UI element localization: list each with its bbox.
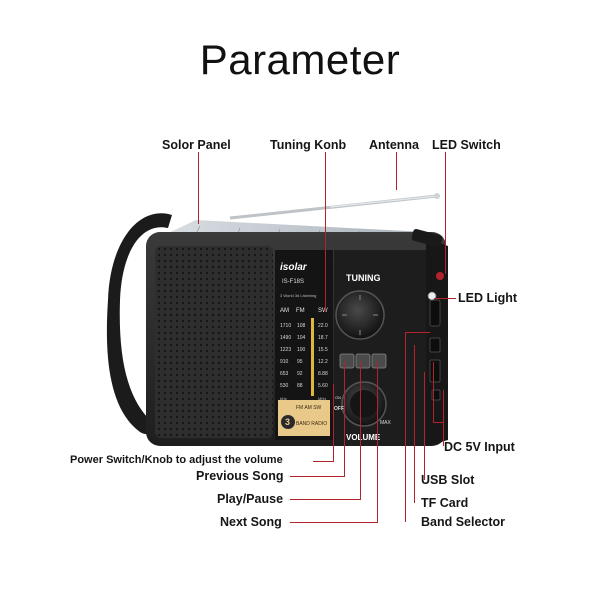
leader-antenna — [396, 152, 397, 190]
leader-dc-v — [433, 362, 434, 422]
leader-next-v — [377, 362, 378, 523]
label-antenna: Antenna — [369, 138, 419, 152]
leader-led-light — [434, 298, 456, 299]
tuning-needle — [311, 318, 314, 396]
fm-tick: 104 — [297, 335, 306, 341]
am-tick: 653 — [280, 371, 289, 377]
tf-card-slot — [429, 337, 441, 353]
tuning-knob — [335, 290, 385, 340]
label-band-selector: Band Selector — [421, 515, 506, 529]
tuning-label: TUNING — [346, 273, 381, 283]
fm-tick: 88 — [297, 383, 303, 389]
am-tick: 1223 — [280, 347, 291, 353]
leader-band-v — [405, 332, 406, 522]
leader-band-h — [405, 332, 430, 333]
fm-tick: 108 — [297, 323, 306, 329]
am-tick: 530 — [280, 383, 289, 389]
badge-line2: BAND RADIO — [296, 421, 327, 427]
band-selector-switch — [429, 299, 441, 327]
play-pause-button — [355, 353, 371, 369]
leader-play-h — [290, 499, 360, 500]
leader-dc-v2 — [443, 390, 444, 446]
tagline-label: 3 World 3d Listening — [280, 293, 316, 298]
unit-khz: kHz — [280, 396, 287, 401]
sw-tick: 18.7 — [318, 335, 328, 341]
label-previous-song: Previous Song — [196, 469, 284, 483]
band-am-label: AM — [280, 308, 289, 314]
sw-tick: 12.2 — [318, 359, 328, 365]
strap — [106, 213, 172, 435]
fm-tick: 92 — [297, 371, 303, 377]
fm-tick: 95 — [297, 359, 303, 365]
next-song-button — [371, 353, 387, 369]
am-tick: 1490 — [280, 335, 291, 341]
label-tf-card: TF Card — [421, 496, 469, 510]
label-solar-panel: Solor Panel — [162, 138, 231, 152]
leader-dc-h — [433, 422, 444, 423]
unit-mhz: MHz — [318, 396, 326, 401]
label-power-volume: Power Switch/Knob to adjust the volume — [70, 454, 283, 466]
leader-tuning — [325, 152, 326, 312]
leader-tf-v — [414, 345, 415, 503]
sw-tick: 8.88 — [318, 371, 328, 377]
leader-play-v — [360, 362, 361, 500]
sw-tick: 22.0 — [318, 323, 328, 329]
power-off-label: OFF — [334, 406, 344, 412]
badge-line1: FM AM SW — [296, 405, 322, 411]
vol-max-label: MAX — [380, 420, 392, 426]
leader-usb-v — [424, 372, 425, 480]
am-tick: 910 — [280, 359, 289, 365]
fm-tick: 100 — [297, 347, 306, 353]
label-play-pause: Play/Pause — [217, 492, 284, 506]
page-title: Parameter — [199, 36, 401, 83]
led-switch — [411, 228, 443, 248]
label-led-switch: LED Switch — [432, 138, 501, 152]
brand-logo: isolar — [280, 262, 308, 273]
leader-power-h — [313, 461, 333, 462]
leader-power-v — [333, 384, 334, 462]
model-label: IS-F18S — [282, 279, 304, 285]
label-led-light: LED Light — [458, 291, 518, 305]
label-next-song: Next Song — [220, 515, 282, 529]
band-fm-label: FM — [296, 308, 305, 314]
volume-label: VOLUME — [346, 433, 381, 442]
leader-solar — [198, 152, 199, 224]
leader-previous-v — [344, 362, 345, 477]
power-on-label: ON — [335, 395, 341, 400]
label-tuning-knob: Tuning Konb — [270, 138, 347, 152]
label-dc-input: DC 5V Input — [444, 440, 515, 454]
leader-previous-h — [290, 476, 344, 477]
label-usb-slot: USB Slot — [421, 473, 475, 487]
dc-input-port — [431, 389, 441, 401]
leader-next-h — [290, 522, 377, 523]
speaker-grille — [155, 246, 273, 438]
sw-tick: 5.60 — [318, 383, 328, 389]
leader-led-switch — [445, 152, 446, 274]
sw-tick: 15.5 — [318, 347, 328, 353]
previous-song-button — [339, 353, 355, 369]
badge-number: 3 — [285, 417, 290, 427]
band-sw-label: SW — [318, 308, 328, 314]
am-tick: 1710 — [280, 323, 291, 329]
usb-slot — [429, 359, 441, 383]
